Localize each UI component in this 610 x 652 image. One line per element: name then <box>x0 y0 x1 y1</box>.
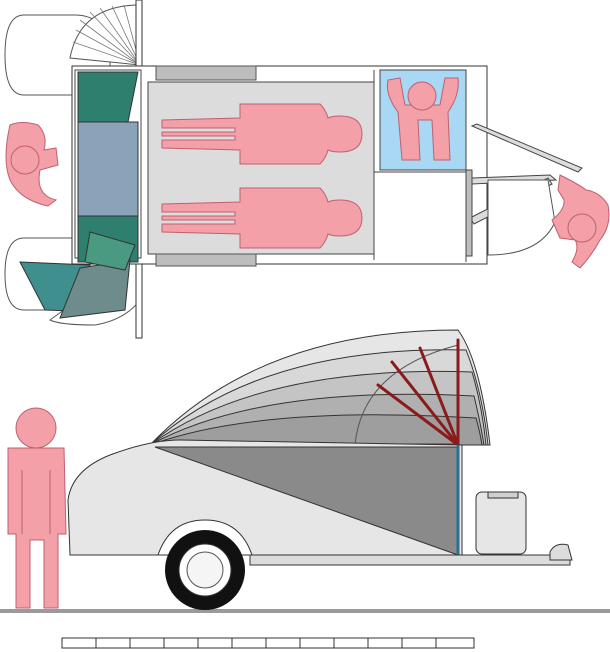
door-swing-top-left <box>4 4 141 96</box>
outside-person-right <box>551 174 610 269</box>
door-swing-right <box>487 179 556 256</box>
scale-bar <box>61 637 475 649</box>
standing-person <box>7 407 67 609</box>
hitch-coupler <box>549 543 573 561</box>
hinge-arc <box>354 344 459 446</box>
mattress-rail-top <box>155 65 257 81</box>
mattress-rail-bottom <box>155 253 257 267</box>
side-view <box>0 329 610 613</box>
sleeping-person-2 <box>161 187 363 249</box>
top-view <box>4 0 610 339</box>
door-panel-bottom-d <box>84 231 136 271</box>
sleeping-person-1 <box>161 103 363 165</box>
door-panel-top <box>77 71 139 123</box>
ground-line <box>0 609 610 613</box>
tongue <box>249 554 571 566</box>
wheel-hub <box>186 551 224 589</box>
outside-person-left <box>5 122 59 207</box>
seated-person <box>387 77 459 161</box>
storage-box <box>475 491 527 555</box>
steel-panel <box>77 121 139 217</box>
canopy-open-positions <box>148 329 491 446</box>
storage-box-lid <box>487 491 519 499</box>
